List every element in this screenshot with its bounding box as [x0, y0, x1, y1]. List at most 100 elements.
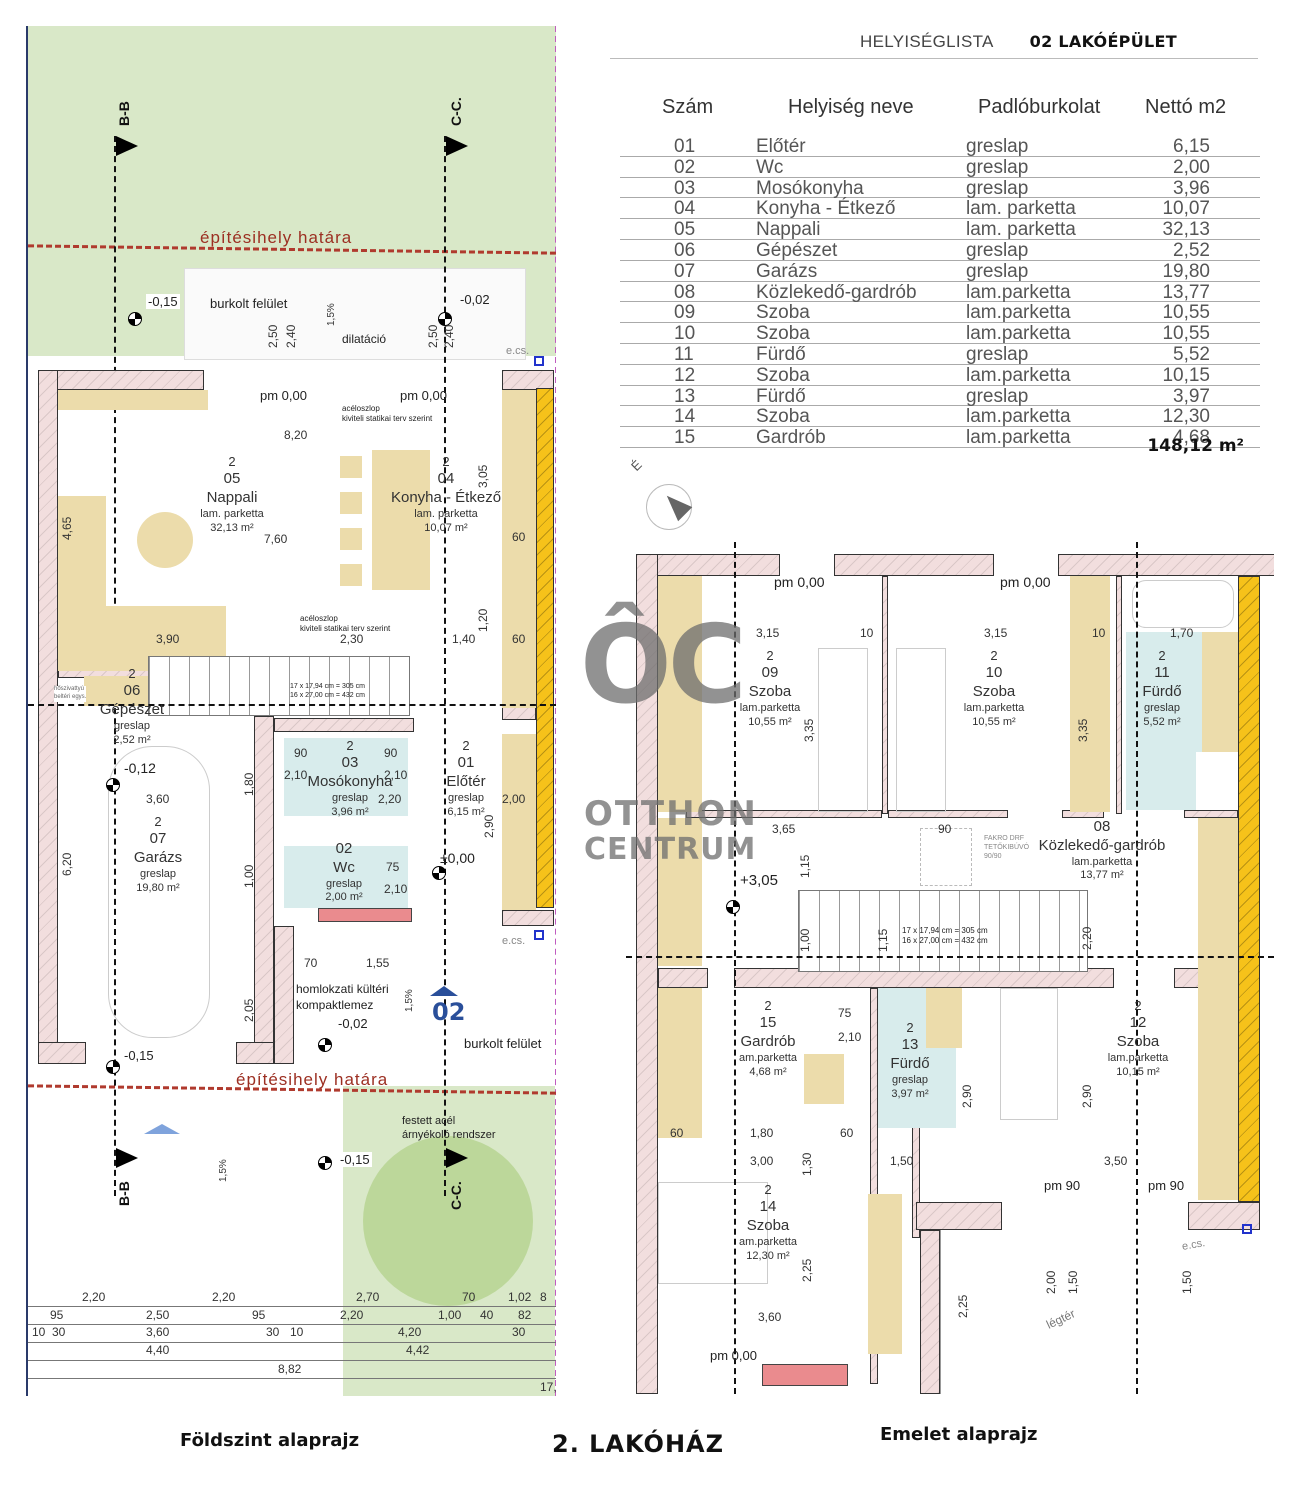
wall — [636, 554, 658, 1394]
section-flag-cc-top — [446, 136, 468, 156]
dim-line — [28, 1324, 556, 1325]
dim: 3,35 — [1076, 718, 1090, 742]
chair — [340, 456, 362, 478]
dim: 2,20 — [1080, 926, 1094, 950]
dim: 1,50 — [1066, 1270, 1080, 1294]
dim: 2,00 — [502, 792, 526, 806]
staircase — [148, 656, 410, 716]
dim: 2,20 — [340, 1308, 364, 1322]
ground-floor-plan: építésihely határa építésihely határa B-… — [26, 26, 556, 1396]
room-number: 12 — [674, 364, 696, 386]
dim: 1,50 — [890, 1154, 914, 1168]
room-area: 10,15 — [1162, 364, 1210, 386]
room-name: Szoba — [756, 364, 810, 386]
car-outline — [108, 746, 210, 1038]
room-area: 10,07 — [1162, 198, 1210, 220]
room-flooring: greslap — [966, 156, 1029, 178]
level-pm1: pm 0,00 — [774, 574, 825, 590]
room-number: 14 — [674, 406, 696, 428]
wall — [38, 1042, 86, 1064]
dim: 2,10 — [384, 882, 408, 896]
wall — [658, 968, 708, 988]
roof-hatch — [920, 828, 972, 886]
wall — [920, 1230, 940, 1394]
level-landing: +3,05 — [740, 872, 778, 889]
stair-note: 17 x 17,94 cm = 305 cm 16 x 27,00 cm = 4… — [902, 926, 988, 946]
stair-note: 17 x 17,94 cm = 305 cm 16 x 27,00 cm = 4… — [290, 683, 365, 700]
room-area: 3,96 — [1173, 177, 1210, 199]
room-list-title: HELYISÉGLISTA — [860, 32, 994, 51]
chair — [340, 564, 362, 586]
dim: 2,20 — [82, 1290, 106, 1304]
room-name: Szoba — [756, 406, 810, 428]
section-axis-cc — [1136, 542, 1138, 1394]
room-flooring: lam.parketta — [966, 281, 1071, 303]
dining-island — [372, 450, 430, 590]
dim: 1,02 — [508, 1290, 532, 1304]
dim: 3,50 — [1104, 1154, 1128, 1168]
dim: 1,50 — [1180, 1270, 1194, 1294]
col-number: Szám — [662, 96, 714, 118]
dim: 2,90 — [482, 814, 496, 838]
room-flooring: lam. parketta — [966, 219, 1076, 241]
room-number: 08 — [674, 281, 696, 303]
dim: 2,50 — [266, 324, 280, 348]
wardrobe — [1070, 576, 1110, 812]
dim: 1,70 — [1170, 626, 1194, 640]
section-flag-bb-bottom — [116, 1148, 138, 1168]
room-name: Wc — [756, 156, 784, 178]
level-marker — [318, 1156, 332, 1170]
dim: 1,55 — [366, 956, 390, 970]
col-room-name: Helyiség neve — [788, 96, 914, 118]
wall — [236, 1042, 274, 1064]
ecs-marker — [534, 356, 544, 366]
dim: 95 — [50, 1308, 64, 1322]
level-marker — [726, 900, 740, 914]
dim: 7,60 — [264, 532, 288, 546]
dim: 2,10 — [384, 768, 408, 782]
dim: 1,00 — [438, 1308, 462, 1322]
room-area: 4,68 — [1173, 427, 1210, 449]
room-area: 13,77 — [1162, 281, 1210, 303]
chair — [340, 492, 362, 514]
slope-top: 1,5% — [326, 303, 337, 326]
shelf — [804, 1054, 844, 1104]
room-name: Szoba — [756, 323, 810, 345]
dim: 75 — [386, 860, 400, 874]
room-area: 2,00 — [1173, 156, 1210, 178]
boundary-label-bottom: építésihely határa — [236, 1070, 389, 1089]
dim: 2,20 — [378, 792, 402, 806]
dim: 3,65 — [772, 822, 796, 836]
dim: 2,70 — [356, 1290, 380, 1304]
wall — [274, 926, 294, 1064]
wall — [254, 716, 274, 1064]
room-flooring: lam.parketta — [966, 406, 1071, 428]
wardrobe — [1198, 818, 1238, 1200]
dim: 75 — [838, 1006, 852, 1020]
dim: 2,05 — [242, 998, 256, 1022]
watermark-line1: OTTHON — [584, 794, 758, 834]
col-flooring: Padlóburkolat — [978, 96, 1101, 118]
room-name: Fürdő — [756, 385, 806, 407]
room-name: Garázs — [756, 260, 818, 282]
north-label: É — [627, 457, 645, 474]
slope-yard: 1,5% — [218, 1159, 229, 1182]
room-name: Mosókonyha — [756, 177, 864, 199]
bed — [658, 1182, 768, 1284]
vanity — [1202, 632, 1238, 752]
round-table — [137, 512, 193, 568]
room-name: Gépészet — [756, 239, 838, 261]
section-label-bb-top: B-B — [116, 101, 132, 126]
level-yard: -0,15 — [338, 1152, 372, 1167]
wall — [502, 706, 536, 720]
